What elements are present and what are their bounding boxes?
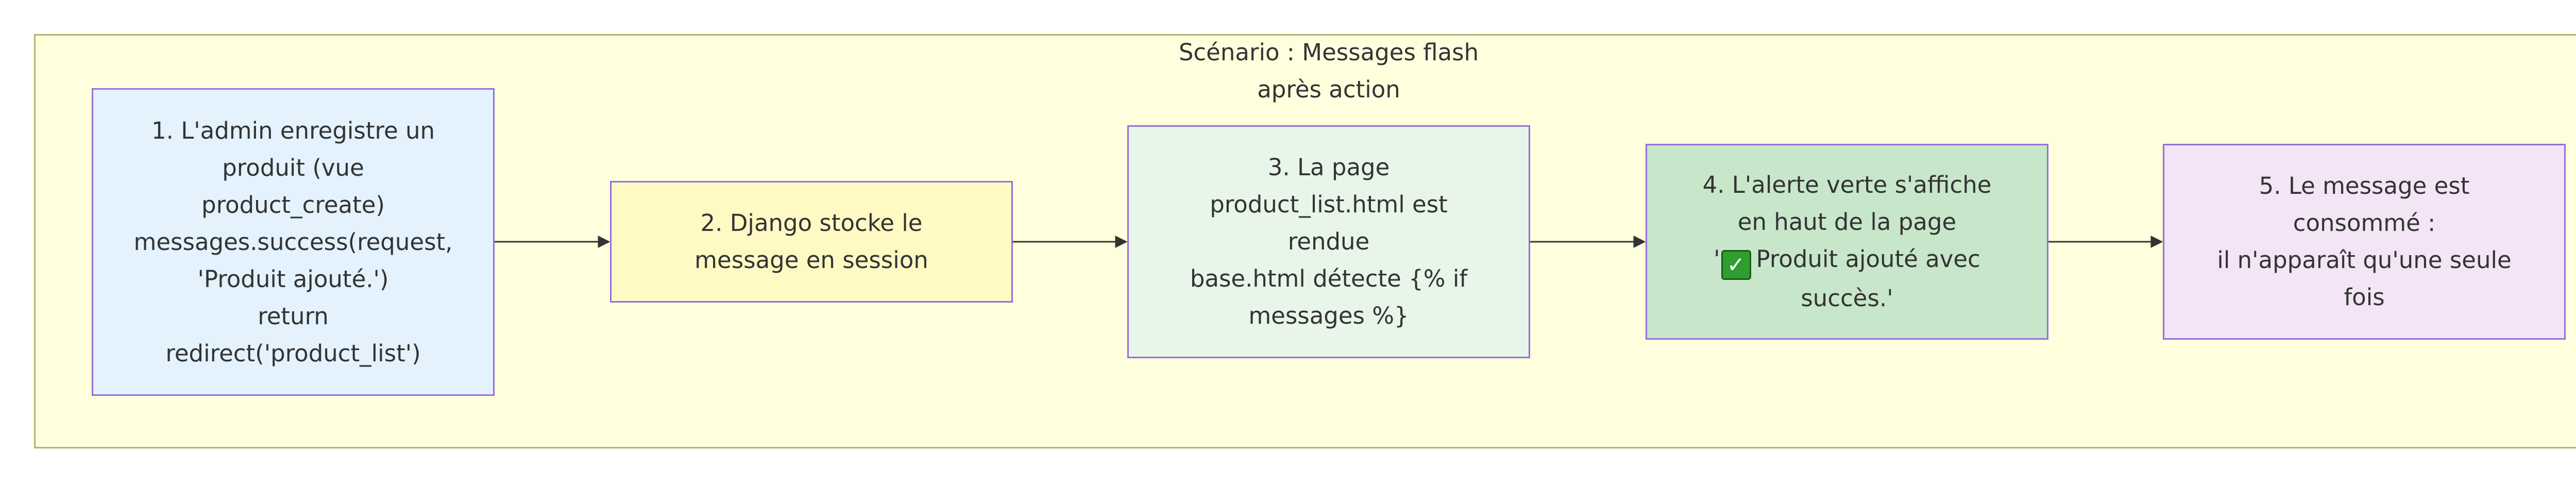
cluster-title: Scénario : Messages flash après action — [1067, 34, 1590, 108]
node-3-line-4: base.html détecte {% if — [1190, 265, 1468, 292]
node-3-line-2: product_list.html est — [1210, 191, 1448, 218]
node-5-line-4: fois — [2344, 284, 2385, 311]
node-3-line-3: rendue — [1287, 228, 1370, 255]
node-1-line-6: return — [258, 302, 329, 330]
cluster-title-line-2: après action — [1257, 76, 1400, 103]
node-1-line-4: messages.success(request, — [133, 228, 453, 256]
node-admin-saves-product: 1. L'admin enregistre un produit (vue pr… — [92, 88, 495, 396]
node-5-line-1: 5. Le message est — [2259, 172, 2470, 199]
node-1-line-7: redirect('product_list') — [165, 339, 421, 367]
node-2-line-1: 2. Django stocke le — [700, 209, 923, 237]
node-page-rendered: 3. La page product_list.html est rendue … — [1127, 125, 1530, 358]
node-5-line-2: consommé : — [2293, 209, 2436, 237]
node-4-quote-open: ' — [1714, 245, 1720, 273]
node-4-line-3: Produit ajouté avec — [1756, 245, 1980, 273]
cluster-title-line-1: Scénario : Messages flash — [1178, 39, 1479, 66]
node-1-line-1: 1. L'admin enregistre un — [151, 116, 435, 144]
node-message-consumed: 5. Le message est consommé : il n'appara… — [2163, 144, 2566, 340]
node-4-line-3-row: '✓Produit ajouté avec — [1703, 241, 1992, 280]
node-4-line-2: en haut de la page — [1737, 208, 1957, 236]
node-4-line-1: 4. L'alerte verte s'affiche — [1702, 171, 1992, 198]
check-mark-button-icon: ✓ — [1721, 250, 1751, 280]
node-2-line-2: message en session — [694, 246, 928, 274]
node-green-alert-displayed: 4. L'alerte verte s'affiche en haut de l… — [1646, 144, 2048, 340]
node-1-line-3: product_create) — [201, 191, 385, 219]
node-4-line-4: succès.' — [1801, 285, 1893, 312]
node-3-line-5: messages %} — [1248, 302, 1409, 329]
node-5-line-3: il n'apparaît qu'une seule — [2217, 246, 2512, 274]
node-1-line-5: 'Produit ajouté.') — [197, 265, 389, 293]
node-1-line-2: produit (vue — [222, 154, 364, 181]
node-django-stores-message: 2. Django stocke le message en session — [610, 181, 1013, 303]
node-3-line-1: 3. La page — [1267, 154, 1390, 181]
